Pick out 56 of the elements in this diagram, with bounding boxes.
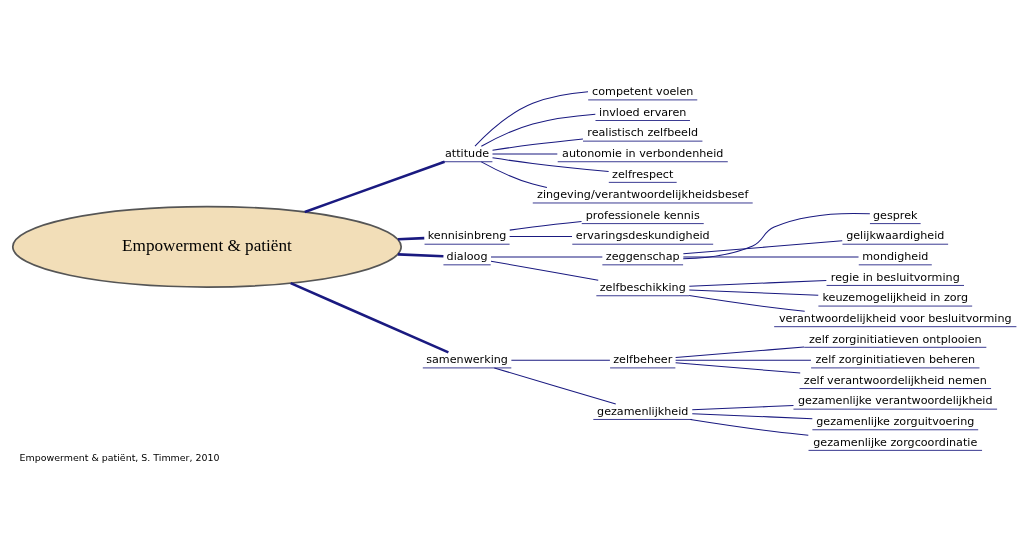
- node-ellipse: Empowerment & patiënt: [11, 205, 402, 288]
- node-text: gezamenlijke zorgcoordinatie: [812, 435, 977, 449]
- node-text: zingeving/verantwoordelijkheidsbesef: [536, 187, 748, 201]
- node-text: competent voelen: [591, 84, 693, 98]
- connector: [303, 160, 445, 213]
- connector: [397, 252, 443, 257]
- node-text: zelf zorginitiatieven ontplooien: [808, 331, 982, 345]
- connector: [480, 113, 596, 147]
- connector: [491, 137, 583, 151]
- node-text: gezamenlijkheid: [596, 404, 688, 418]
- connector: [490, 260, 599, 281]
- node-text: samenwerking: [425, 352, 508, 366]
- connector: [508, 235, 573, 237]
- node-text: kennisinbreng: [427, 228, 506, 242]
- node-text: gezamenlijke verantwoordelijkheid: [797, 393, 993, 407]
- node-text: dialoog: [446, 249, 487, 263]
- node-text: gesprek: [872, 208, 918, 222]
- node-text: mondigheid: [861, 249, 928, 263]
- node-text: zeggenschap: [605, 249, 680, 263]
- connector: [674, 361, 801, 374]
- connector: [480, 160, 547, 188]
- node-text: verantwoordelijkheid voor besluitvorming: [778, 311, 1012, 325]
- connector: [510, 359, 610, 361]
- node-text: zelfbeschikking: [599, 280, 686, 294]
- node-text: zelfbeheer: [612, 352, 672, 366]
- node-text: keuzemogelijkheid in zorg: [821, 290, 968, 304]
- node-text: zelf verantwoordelijkheid nemen: [803, 373, 987, 387]
- connector: [688, 279, 827, 287]
- node-text: autonomie in verbondenheid: [561, 146, 723, 160]
- connector: [682, 239, 843, 254]
- connector: [691, 404, 794, 410]
- connector: [289, 281, 449, 354]
- connector: [397, 236, 424, 240]
- connector: [688, 294, 805, 312]
- node-text: gelijkwaardigheid: [845, 228, 944, 242]
- connector: [688, 288, 819, 296]
- node-text: regie in besluitvorming: [830, 270, 960, 284]
- connector: [674, 359, 811, 361]
- connector: [682, 212, 870, 259]
- caption: Empowerment & patiënt, S. Timmer, 2010: [19, 451, 220, 463]
- node-text: professionele kennis: [585, 208, 700, 222]
- connector: [682, 256, 859, 258]
- node-text: ervaringsdeskundigheid: [575, 228, 710, 242]
- connector: [674, 345, 805, 358]
- connector: [474, 90, 588, 147]
- node-text: invloed ervaren: [598, 105, 686, 119]
- connector: [493, 367, 616, 404]
- node-text: zelfrespect: [611, 167, 673, 181]
- node-text: realistisch zelfbeeld: [586, 125, 698, 139]
- connector: [508, 220, 582, 231]
- node-text: attitude: [444, 146, 489, 160]
- node-text: zelf zorginitiatieven beheren: [814, 352, 975, 366]
- connector: [689, 418, 809, 436]
- connector: [491, 156, 609, 172]
- node-text: gezamenlijke zorguitvoering: [815, 414, 974, 428]
- connector: [691, 412, 813, 419]
